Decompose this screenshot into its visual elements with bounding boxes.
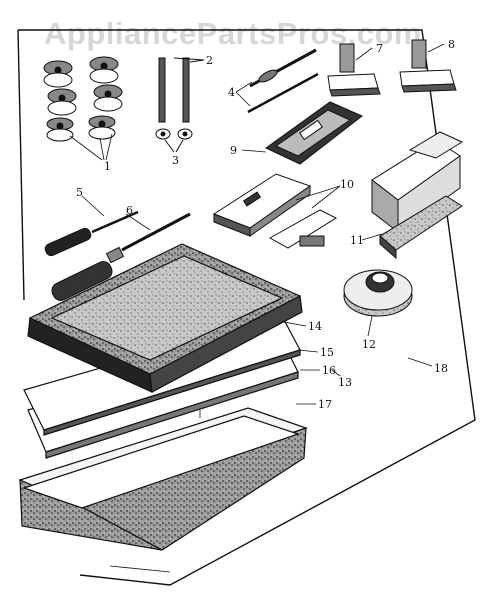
callout-7: 7 (376, 42, 383, 55)
cam-dial (343, 269, 413, 337)
callout-2: 2 (206, 54, 213, 67)
bobbin (43, 60, 73, 88)
attachment-carton (361, 131, 464, 260)
buttonhole-blade (268, 185, 341, 249)
callout-3: 3 (172, 154, 179, 167)
screwdriver-small (44, 195, 139, 257)
callout-10: 10 (340, 178, 354, 191)
callout-15: 15 (320, 346, 334, 359)
bobbins (43, 56, 123, 161)
bobbin (88, 115, 116, 140)
watermark: AppliancePartsPros.com (44, 16, 422, 51)
kit-outline (17, 29, 476, 586)
callout-4: 4 (228, 86, 235, 99)
bobbin (89, 56, 119, 84)
callout-12: 12 (362, 338, 376, 351)
screwdriver-large (51, 212, 191, 301)
callout-16: 16 (322, 364, 336, 377)
leader-lines (109, 321, 433, 573)
callout-labels: 1 2 3 4 5 6 7 8 9 10 11 12 13 14 15 16 1… (76, 38, 455, 411)
callout-14: 14 (308, 320, 322, 333)
callout-18: 18 (434, 362, 448, 375)
presser-foot-zigzag (327, 43, 381, 97)
callout-6: 6 (126, 204, 133, 217)
lint-brushes (235, 48, 319, 114)
callout-17: 17 (318, 398, 332, 411)
felt-washers (155, 128, 193, 153)
callout-9: 9 (230, 144, 237, 157)
callout-8: 8 (448, 38, 455, 51)
bobbin (47, 88, 77, 116)
needle-packet (241, 101, 363, 165)
presser-foot-straight (399, 39, 457, 93)
accessory-case (18, 243, 308, 551)
bobbin (93, 84, 123, 112)
callout-1: 1 (104, 160, 111, 173)
callout-11: 11 (350, 234, 364, 247)
bobbin (46, 117, 74, 142)
callout-13: 13 (338, 376, 352, 389)
spool-pins (158, 57, 205, 123)
callout-5: 5 (76, 186, 83, 199)
buttonhole-cartridge (212, 173, 312, 237)
